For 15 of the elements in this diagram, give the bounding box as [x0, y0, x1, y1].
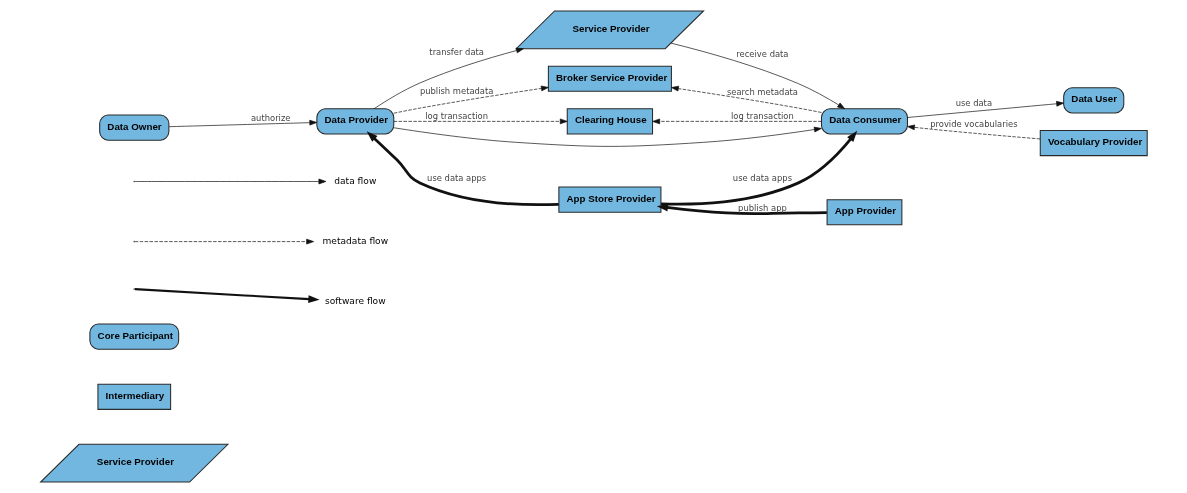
- legend-label: data flow: [333, 175, 376, 186]
- edge-label: log transaction: [730, 111, 794, 122]
- edge-label: receive data: [735, 48, 788, 59]
- edge-label: use data apps: [426, 172, 486, 183]
- legend-label: metadata flow: [322, 235, 388, 246]
- edge-label: search metadata: [726, 86, 798, 97]
- edge-label: use data apps: [732, 172, 792, 183]
- edge-label: publish metadata: [419, 85, 493, 96]
- legend-label: software flow: [324, 296, 386, 307]
- edge-label: use data: [955, 97, 992, 108]
- edge-label: authorize: [250, 113, 290, 124]
- edge-label: log transaction: [424, 111, 488, 122]
- edge-label: provide vocabularies: [929, 118, 1018, 129]
- edge-label: publish app: [737, 202, 787, 213]
- edge-label: transfer data: [428, 47, 484, 58]
